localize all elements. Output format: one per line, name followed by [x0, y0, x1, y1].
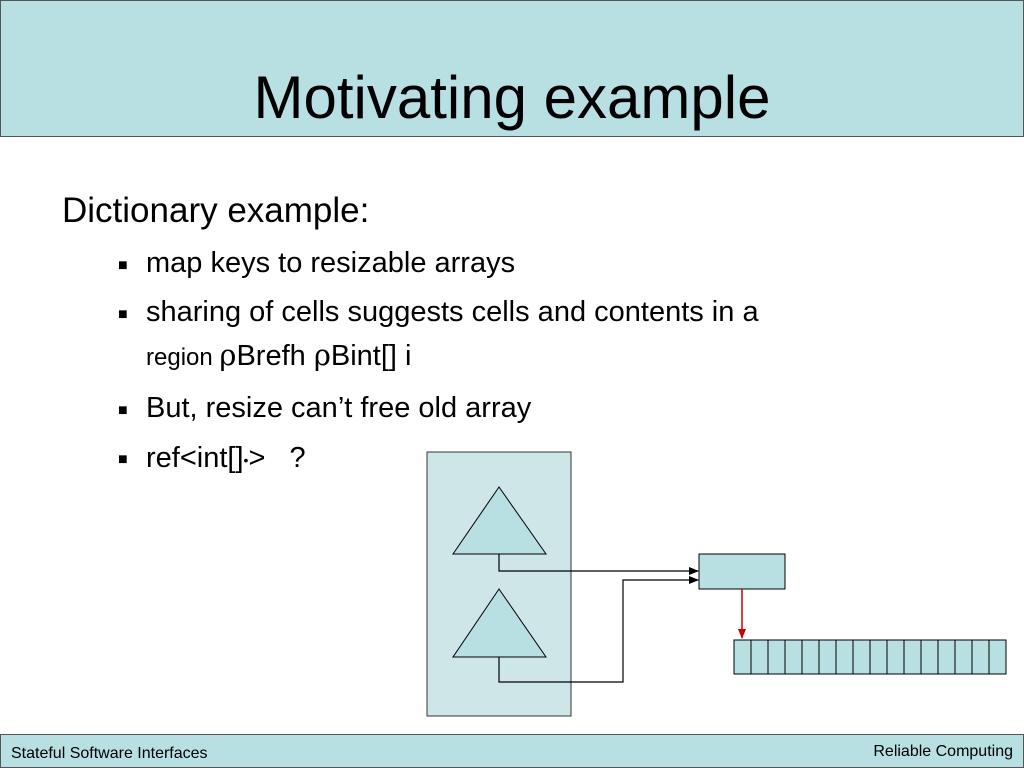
footer-right-text: Reliable Computing	[873, 743, 1013, 760]
array-cell	[852, 639, 871, 675]
bullet-text-4: ref<int[]•> ?	[146, 441, 306, 475]
array-cell	[988, 639, 1007, 675]
rho-symbol: ρ	[219, 338, 237, 372]
array-cell	[750, 639, 769, 675]
ref-type-suffix: > ?	[248, 442, 306, 474]
footer-bar: Stateful Software Interfaces Reliable Co…	[0, 734, 1024, 768]
array-cell	[835, 639, 854, 675]
ref-cell	[698, 553, 786, 590]
region-label: region	[146, 344, 220, 371]
array-cell	[920, 639, 939, 675]
slide-title: Motivating example	[253, 64, 771, 131]
array-cell	[733, 639, 752, 675]
int-array	[733, 639, 1007, 675]
bullet-text-3: But, resize can’t free old array	[146, 392, 532, 424]
title-bar: Motivating example	[0, 0, 1024, 137]
bint-text: Bint[] i	[330, 340, 412, 372]
bullet-text-1: map keys to resizable arrays	[146, 247, 516, 279]
ref-type-text: ref<int[]	[146, 442, 244, 474]
array-cell	[869, 639, 888, 675]
brefh-text: Brefh	[236, 340, 314, 372]
dot-superscript: •	[243, 452, 249, 468]
bullet-marker: ■	[118, 451, 128, 468]
bullet-text-2-line1: sharing of cells suggests cells and cont…	[146, 296, 759, 328]
array-cell	[801, 639, 820, 675]
array-cell	[767, 639, 786, 675]
array-cell	[971, 639, 990, 675]
array-cell	[784, 639, 803, 675]
section-heading: Dictionary example:	[62, 191, 370, 230]
array-cell	[937, 639, 956, 675]
bullet-marker: ■	[118, 306, 128, 323]
array-cell	[903, 639, 922, 675]
bullet-text-2-line2: region ρBrefh ρBint[] i	[146, 338, 411, 375]
pointer-line-top	[498, 554, 699, 575]
footer-left-text: Stateful Software Interfaces	[11, 745, 208, 762]
pointer-line-bottom	[498, 576, 699, 683]
array-cell	[818, 639, 837, 675]
rho-symbol: ρ	[313, 338, 331, 372]
array-cell	[954, 639, 973, 675]
array-cell	[886, 639, 905, 675]
bullet-marker: ■	[118, 257, 128, 274]
bullet-marker: ■	[118, 402, 128, 419]
